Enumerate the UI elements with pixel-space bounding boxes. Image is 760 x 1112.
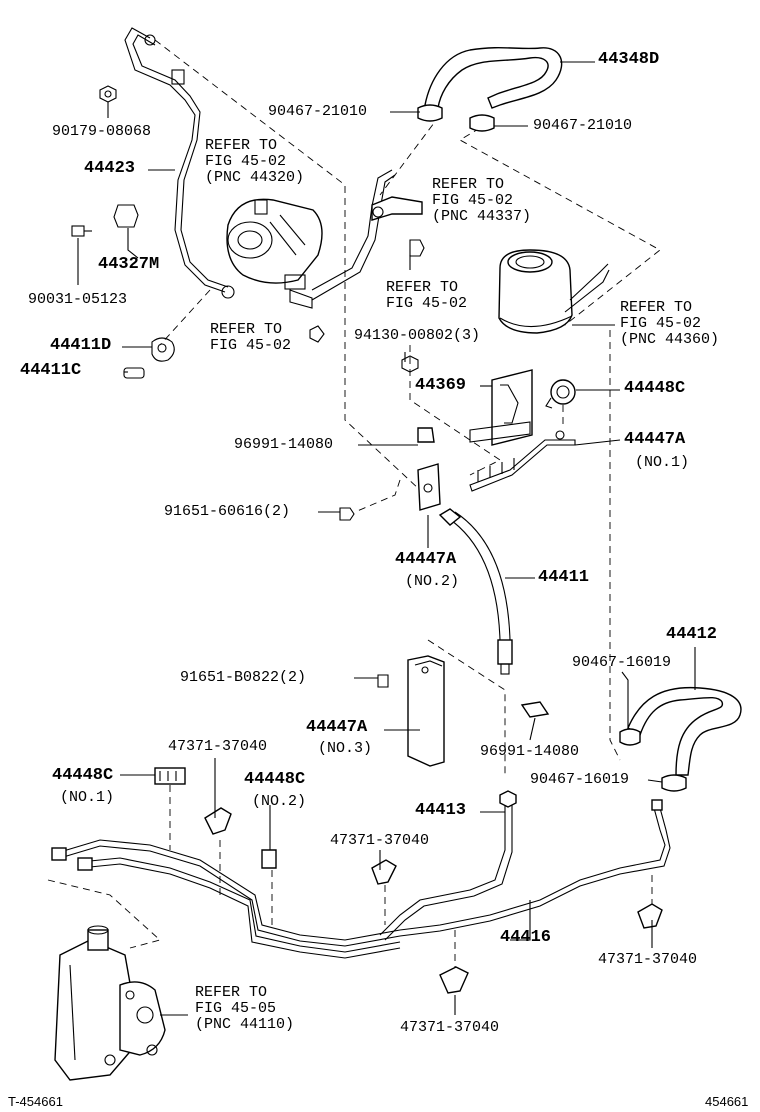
part-label-47371-37040-c: 47371-37040 (598, 951, 698, 968)
pipe-44423 (124, 27, 235, 299)
part-label-47371-37040-b: 47371-37040 (330, 832, 430, 849)
bracket-44369 (469, 369, 533, 446)
refer-note-reservoir: REFER TO FIG 45-02 (PNC 44360) (620, 299, 720, 348)
part-label-44447A-no3: 44447A (306, 718, 368, 737)
part-note-no1-a: (NO.1) (635, 454, 690, 471)
part-note-no3: (NO.3) (318, 740, 373, 757)
power-steering-pump (226, 198, 323, 309)
hose-to-pump (311, 169, 423, 301)
fasteners-top-left (71, 85, 425, 379)
part-note-no2-a: (NO.2) (405, 573, 460, 590)
reservoir-tank (498, 249, 610, 334)
part-label-44369: 44369 (415, 376, 467, 395)
hose-44411 (438, 508, 513, 675)
part-label-44412: 44412 (666, 625, 718, 644)
leader-lines (77, 61, 696, 1016)
part-note-no1-b: (NO.1) (60, 789, 115, 806)
pipe-44413 (379, 790, 517, 941)
refer-note-bolt: REFER TO FIG 45-02 (386, 279, 468, 312)
part-label-96991-14080-b: 96991-14080 (480, 743, 580, 760)
refer-note-pump: REFER TO FIG 45-02 (PNC 44320) (205, 137, 305, 186)
part-label-44327M: 44327M (98, 255, 160, 274)
part-label-44447A-no1: 44447A (624, 430, 686, 449)
pipe-44416 (51, 799, 671, 959)
part-label-44447A-no2: 44447A (395, 550, 457, 569)
part-label-47371-37040-d: 47371-37040 (400, 1019, 500, 1036)
part-label-91651-B0822: 91651-B0822(2) (180, 669, 307, 686)
part-note-no2-b: (NO.2) (252, 793, 307, 810)
part-label-90467-21010-b: 90467-21010 (533, 117, 633, 134)
part-label-44411D: 44411D (50, 336, 112, 355)
refer-note-hose: REFER TO FIG 45-02 (PNC 44337) (432, 176, 532, 225)
part-label-44416: 44416 (500, 928, 552, 947)
part-label-44411: 44411 (538, 568, 590, 587)
part-label-90467-16019-b: 90467-16019 (530, 771, 630, 788)
part-label-44448C-top: 44448C (624, 379, 686, 398)
illustration-id-left: T-454661 (8, 1094, 63, 1109)
part-label-44423: 44423 (84, 159, 136, 178)
part-label-44413: 44413 (415, 801, 467, 820)
pipe-clamps (154, 767, 663, 994)
part-label-91651-60616: 91651-60616(2) (164, 503, 291, 520)
part-label-44348D: 44348D (598, 50, 660, 69)
part-label-44411C: 44411C (20, 361, 82, 380)
part-label-90031-05123: 90031-05123 (28, 291, 128, 308)
illustration-id-right: 454661 (705, 1094, 749, 1109)
part-label-90179-08068: 90179-08068 (52, 123, 152, 140)
part-label-96991-14080-a: 96991-14080 (234, 436, 334, 453)
refer-note-gear: REFER TO FIG 45-05 (PNC 44110) (195, 984, 295, 1033)
hose-44348D (417, 47, 563, 132)
part-label-90467-21010-a: 90467-21010 (268, 103, 368, 120)
part-label-44448C-no1: 44448C (52, 766, 114, 785)
clip-96991-lower (520, 701, 550, 718)
refer-note-nut: REFER TO FIG 45-02 (210, 321, 292, 354)
hose-44412 (619, 686, 742, 792)
bracket-44447A-no2 (339, 463, 441, 521)
part-label-90467-16019-a: 90467-16019 (572, 654, 672, 671)
steering-gear-box (54, 925, 166, 1081)
part-label-47371-37040-a: 47371-37040 (168, 738, 268, 755)
part-label-44448C-no2: 44448C (244, 770, 306, 789)
part-label-94130-00802: 94130-00802(3) (354, 327, 481, 344)
clip-96991-top (417, 427, 435, 443)
clamp-44448C-top (545, 379, 576, 409)
bracket-44447A-no3 (377, 655, 445, 767)
